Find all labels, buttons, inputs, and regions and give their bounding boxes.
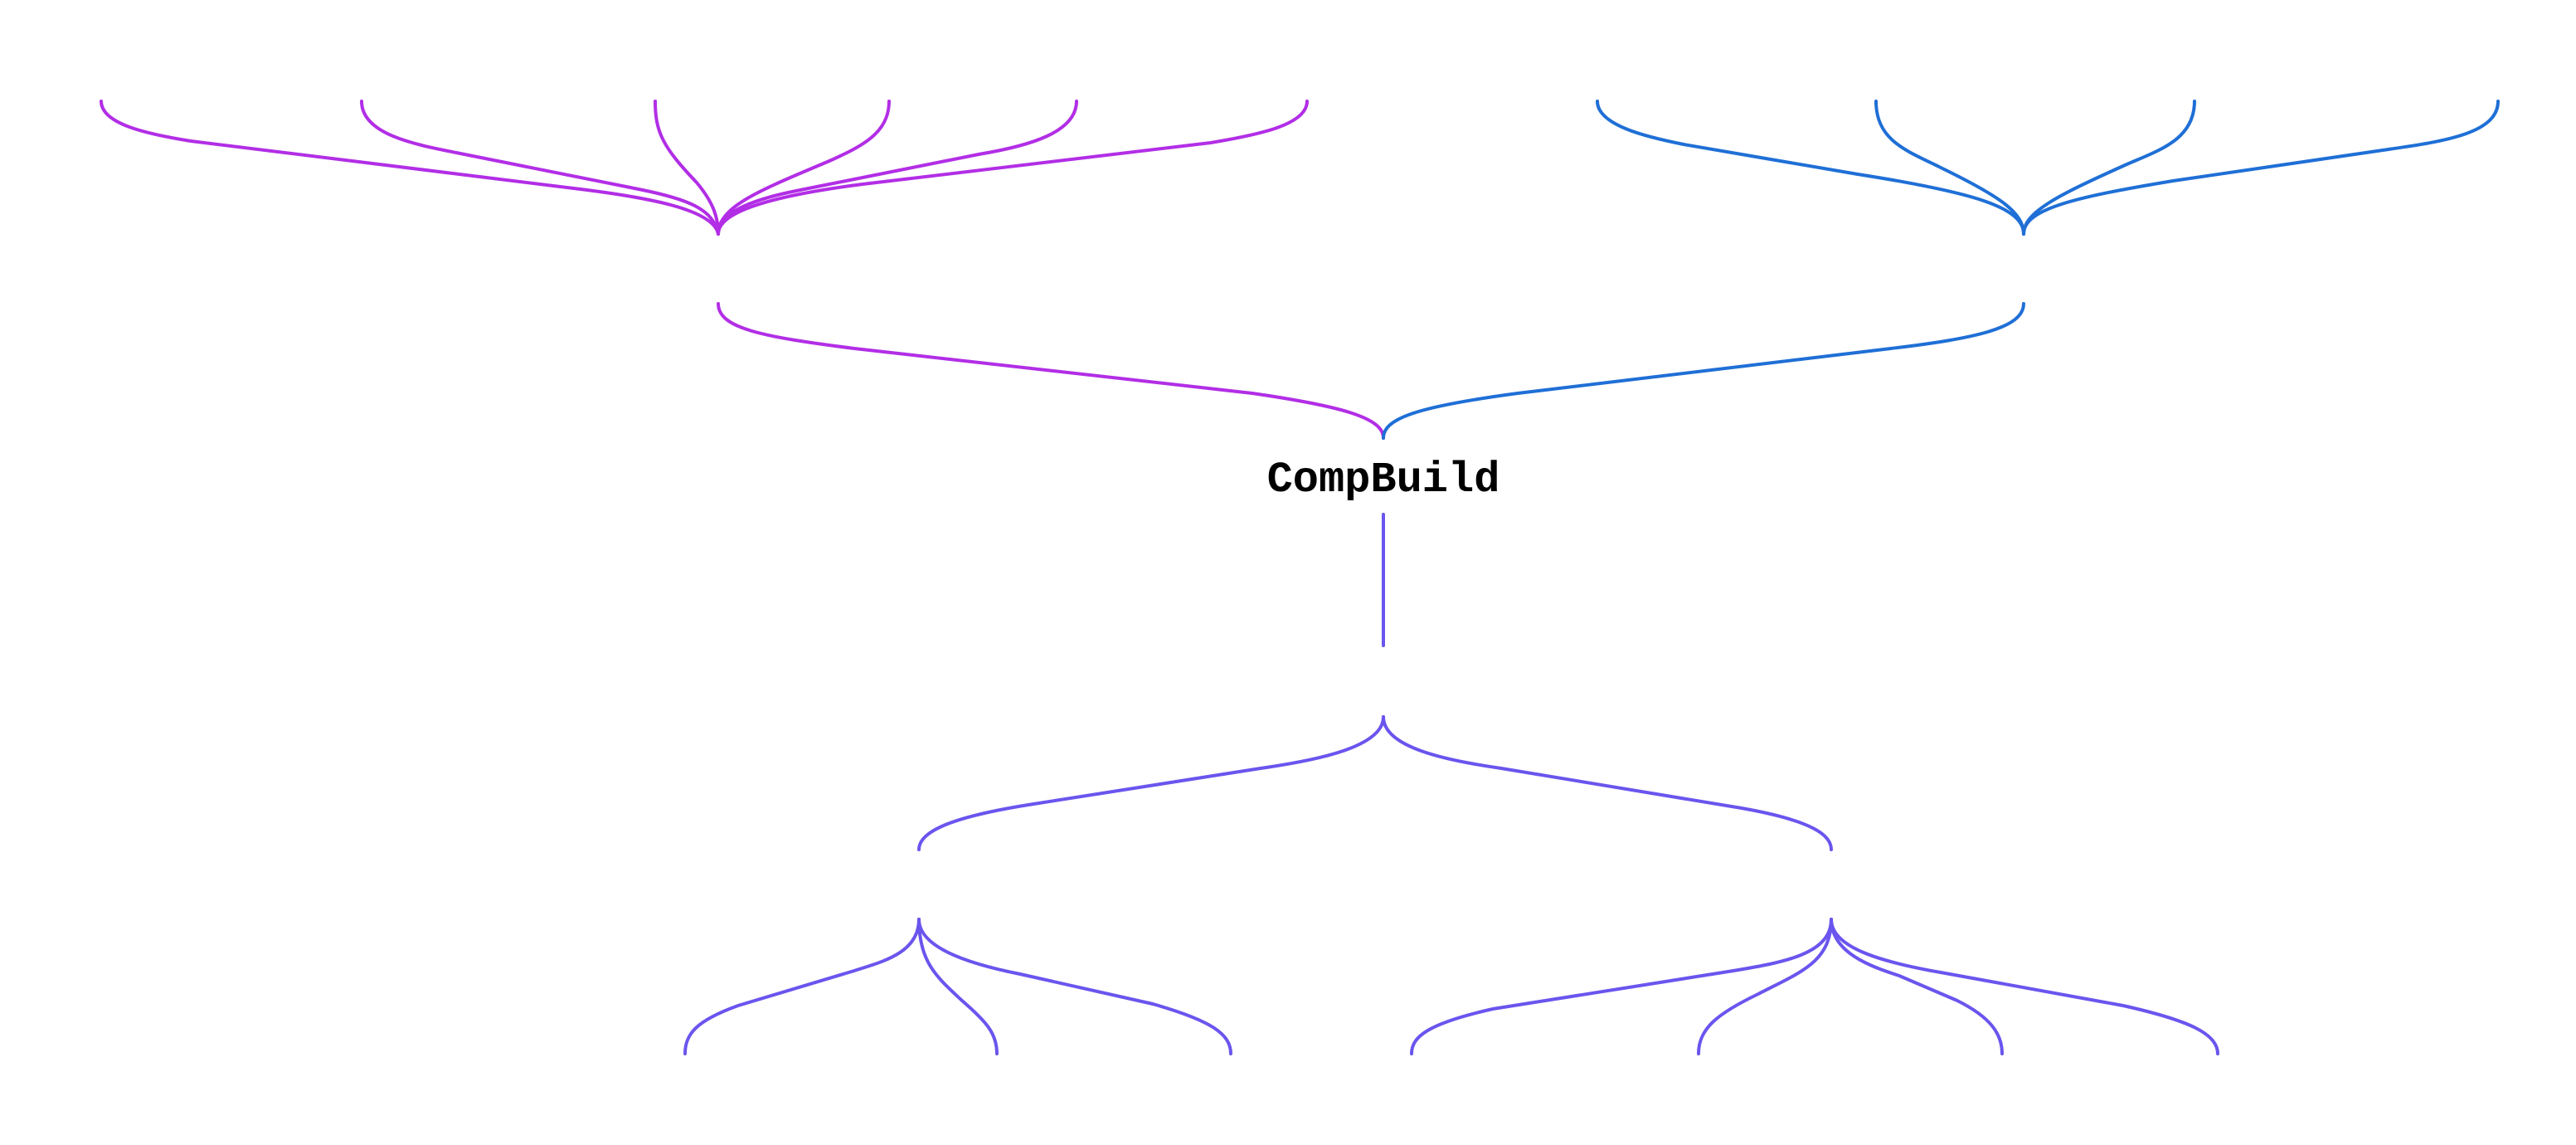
- branch-connector: [2022, 100, 2500, 236]
- upper-right-branch-group: [1596, 100, 2500, 236]
- branch-connector: [917, 918, 1232, 1055]
- lower-branch-group: [683, 513, 2219, 1055]
- branch-connector: [683, 918, 921, 1055]
- branch-connector: [717, 100, 1078, 236]
- upper-left-branch-group: [100, 100, 1309, 236]
- branch-connector: [2022, 100, 2196, 236]
- branch-connector: [360, 100, 720, 236]
- branch-connector: [1382, 715, 1833, 851]
- right-trunk-connector: [1382, 302, 2025, 440]
- branch-connector: [1410, 918, 1833, 1055]
- branch-connector: [1830, 918, 2219, 1055]
- center-node-label: CompBuild: [1267, 456, 1500, 504]
- branch-connector: [654, 100, 720, 236]
- branch-connector: [100, 100, 720, 236]
- branch-connector: [1596, 100, 2025, 236]
- branch-connector: [1830, 918, 2004, 1055]
- left-trunk-connector: [717, 302, 1385, 440]
- center-connectors: [717, 302, 2025, 440]
- branch-connector: [717, 100, 891, 236]
- branch-connector: [1697, 918, 1833, 1055]
- branch-connector: [717, 100, 1309, 236]
- branch-connector: [917, 918, 999, 1055]
- branch-connector: [917, 715, 1385, 851]
- branch-connector: [1874, 100, 2025, 236]
